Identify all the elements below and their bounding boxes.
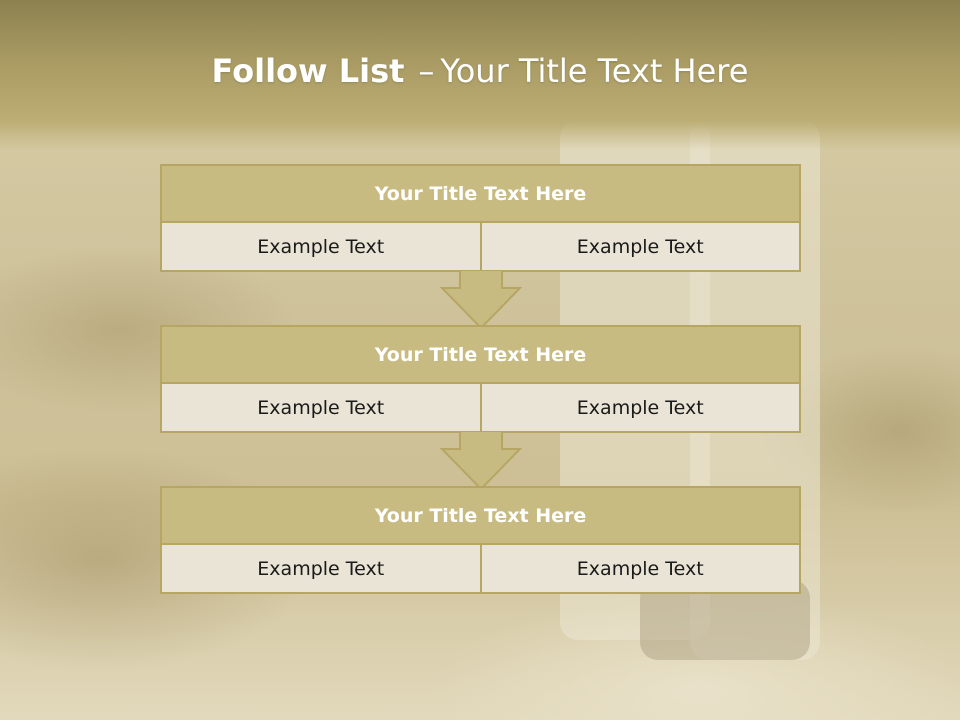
block-cell-left: Example Text — [162, 223, 480, 270]
title-dash: – — [418, 52, 435, 90]
block-cell-left: Example Text — [162, 545, 480, 592]
block-row: Example Text Example Text — [162, 223, 799, 270]
block-heading: Your Title Text Here — [162, 327, 799, 384]
slide-title: Follow List–Your Title Text Here — [0, 52, 960, 90]
block-heading: Your Title Text Here — [162, 488, 799, 545]
block-row: Example Text Example Text — [162, 384, 799, 431]
block-cell-left: Example Text — [162, 384, 480, 431]
block-cell-right: Example Text — [479, 545, 799, 592]
block-row: Example Text Example Text — [162, 545, 799, 592]
title-band — [0, 0, 960, 150]
block-cell-right: Example Text — [479, 223, 799, 270]
title-rest: Your Title Text Here — [440, 52, 749, 90]
list-block-2: Your Title Text Here Example Text Exampl… — [160, 325, 801, 433]
list-block-3: Your Title Text Here Example Text Exampl… — [160, 486, 801, 594]
block-heading: Your Title Text Here — [162, 166, 799, 223]
down-arrow-icon — [440, 431, 522, 491]
title-bold: Follow List — [211, 52, 405, 90]
list-block-1: Your Title Text Here Example Text Exampl… — [160, 164, 801, 272]
down-arrow-icon — [440, 270, 522, 330]
block-cell-right: Example Text — [479, 384, 799, 431]
